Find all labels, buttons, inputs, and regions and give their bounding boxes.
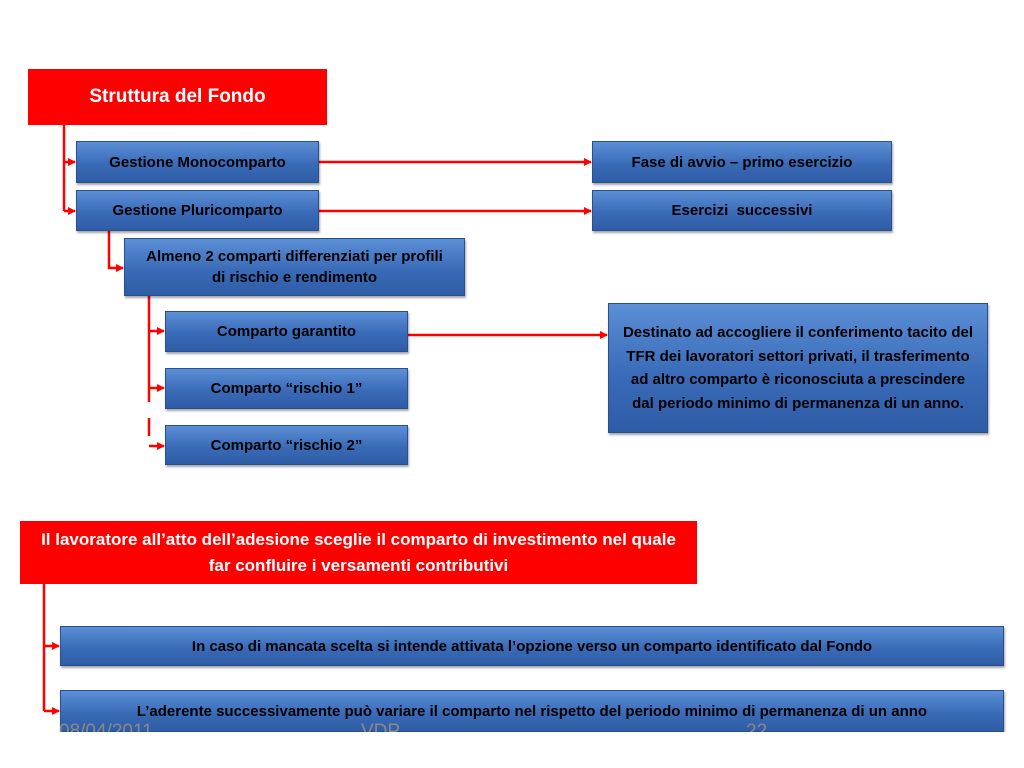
garantito-note-text: Destinato ad accogliere il conferimento …	[622, 324, 974, 412]
default-option-text: In caso di mancata scelta si intende att…	[191, 637, 873, 655]
comparto-rischio2-box: Comparto “rischio 2”	[165, 425, 408, 465]
choice-title-box: Il lavoratore all’atto dell’adesione sce…	[20, 521, 697, 584]
min-comparti-box: Almeno 2 comparti differenziati per prof…	[124, 238, 465, 296]
default-option-box: In caso di mancata scelta si intende att…	[60, 626, 1004, 666]
comparto-rischio2-label: Comparto “rischio 2”	[210, 436, 363, 454]
min-comparti-label: Almeno 2 comparti differenziati per prof…	[146, 248, 443, 286]
comparto-rischio1-label: Comparto “rischio 1”	[210, 380, 363, 397]
mono-result-box: Fase di avvio – primo esercizio	[592, 141, 892, 183]
fund-structure-title: Struttura del Fondo	[28, 69, 327, 125]
pluri-management-label: Gestione Pluricomparto	[112, 202, 283, 219]
change-option-box: L’aderente successivamente può variare i…	[60, 690, 1004, 732]
mono-management-box: Gestione Monocomparto	[76, 141, 319, 183]
arrow-to-min-comparti	[107, 231, 124, 272]
garantito-note-box: Destinato ad accogliere il conferimento …	[608, 303, 988, 433]
comparto-rischio1-box: Comparto “rischio 1”	[165, 368, 408, 409]
change-option-text: L’aderente successivamente può variare i…	[136, 703, 928, 720]
fund-structure-title-text: Struttura del Fondo	[89, 86, 266, 107]
comparto-garantito-label: Comparto garantito	[216, 323, 357, 340]
pluri-result-label: Esercizi successivi	[671, 202, 813, 219]
choice-title-text: Il lavoratore all’atto dell’adesione sce…	[41, 529, 676, 575]
pluri-result-box: Esercizi successivi	[592, 190, 892, 231]
mono-result-label: Fase di avvio – primo esercizio	[631, 153, 853, 171]
pluri-management-box: Gestione Pluricomparto	[76, 190, 319, 231]
comparto-garantito-box: Comparto garantito	[165, 311, 408, 352]
mono-management-label: Gestione Monocomparto	[109, 153, 286, 171]
slide-bottom-cover	[0, 732, 1024, 768]
